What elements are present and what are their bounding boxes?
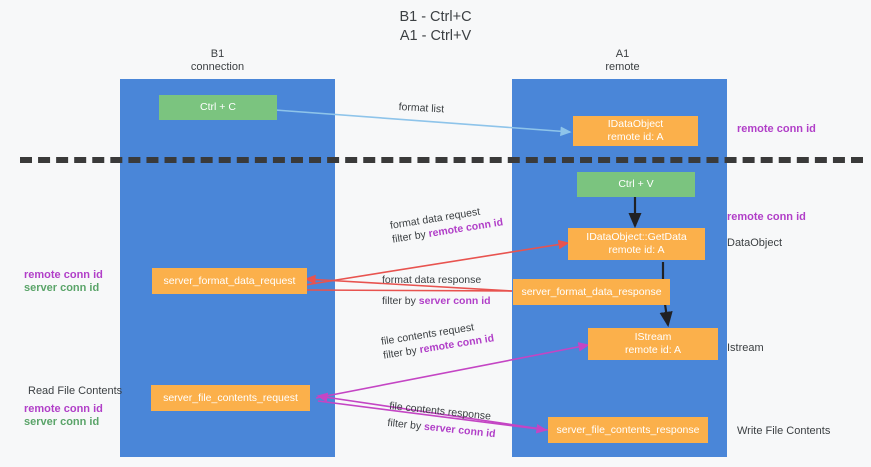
column-header-a1: A1 remote xyxy=(605,48,640,73)
filter-by-text: filter by xyxy=(382,295,419,307)
right-label-write-file-contents: Write File Contents xyxy=(737,425,831,437)
edge-label-format-data-request: format data request filter by remote con… xyxy=(389,201,504,246)
left-label-remote-conn-id-2: remote conn id xyxy=(24,403,103,415)
edge-label-file-contents-response: file contents response filter by server … xyxy=(387,399,498,441)
right-label-dataobject: DataObject xyxy=(727,237,783,249)
server-format-data-response-box[interactable]: server_format_data_response xyxy=(513,279,670,305)
left-label-read-file-contents: Read File Contents xyxy=(28,385,123,397)
right-label-remote-conn-id-1: remote conn id xyxy=(737,123,816,135)
edge-label-format-data-response: format data response filter by server co… xyxy=(382,273,491,308)
server-file-contents-request-box[interactable]: server_file_contents_request xyxy=(151,385,310,411)
ctrl-v-box[interactable]: Ctrl + V xyxy=(577,172,695,197)
left-label-remote-conn-id: remote conn id xyxy=(24,269,103,281)
dashed-divider xyxy=(20,157,863,163)
server-format-data-request-box[interactable]: server_format_data_request xyxy=(152,268,307,294)
server-file-contents-response-box[interactable]: server_file_contents_response xyxy=(548,417,708,443)
edge-label-format-list-line1: format list xyxy=(398,100,445,116)
filter-by-text: filter by xyxy=(386,416,425,433)
idataobject-box[interactable]: IDataObject remote id: A xyxy=(573,116,698,146)
edge-label-format-list: format list xyxy=(398,100,444,116)
right-label-istream: Istream xyxy=(727,342,764,354)
edge-label-file-contents-request: file contents request filter by remote c… xyxy=(380,317,495,362)
highlight-server-conn-id: server conn id xyxy=(423,420,497,441)
ctrl-c-box[interactable]: Ctrl + C xyxy=(159,95,277,120)
page-title: B1 - Ctrl+C A1 - Ctrl+V xyxy=(399,9,472,44)
edge-label-format-data-response-line2: filter by server conn id xyxy=(382,294,491,308)
left-label-server-conn-id: server conn id xyxy=(24,282,100,294)
right-label-remote-conn-id-2: remote conn id xyxy=(727,211,806,223)
istream-box[interactable]: IStream remote id: A xyxy=(588,328,718,360)
highlight-server-conn-id: server conn id xyxy=(418,295,491,307)
left-label-server-conn-id-2: server conn id xyxy=(24,416,100,428)
idataobject-getdata-box[interactable]: IDataObject::GetData remote id: A xyxy=(568,228,705,260)
column-header-b1: B1 connection xyxy=(190,48,245,73)
edge-label-format-data-response-line1: format data response xyxy=(382,274,482,286)
